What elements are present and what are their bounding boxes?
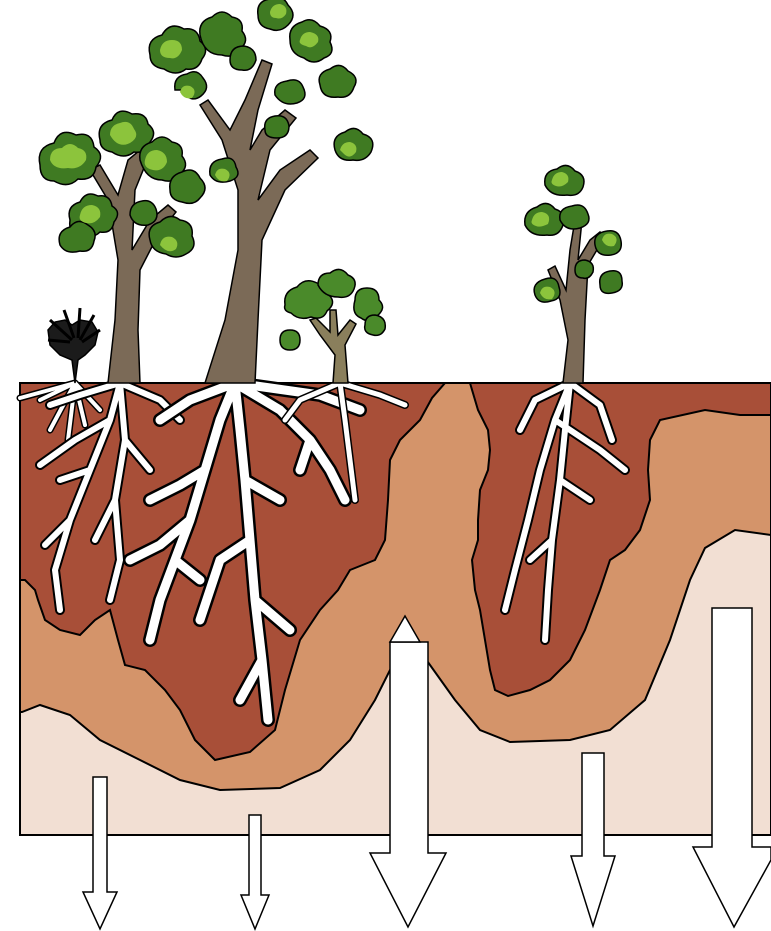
plants: [39, 0, 622, 383]
grass-plant: [48, 308, 100, 383]
tree-right: [525, 165, 623, 383]
shrub: [280, 269, 385, 383]
